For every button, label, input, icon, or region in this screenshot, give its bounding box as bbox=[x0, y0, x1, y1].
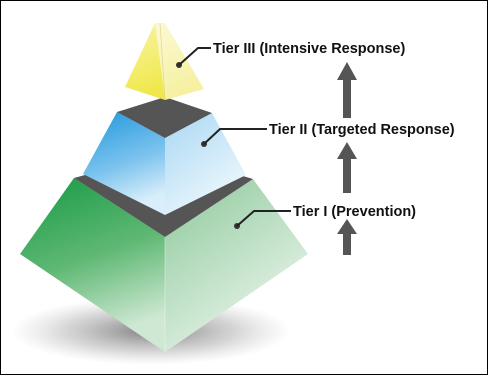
up-arrow-top bbox=[337, 62, 357, 118]
tier-iii-label: Tier III (Intensive Response) bbox=[213, 41, 405, 57]
tier-i-label: Tier I (Prevention) bbox=[293, 204, 416, 220]
tier-ii-block bbox=[83, 112, 246, 215]
up-arrow-bottom bbox=[337, 219, 357, 255]
tier-ii-label: Tier II (Targeted Response) bbox=[269, 122, 455, 138]
tier-i-callout bbox=[234, 210, 291, 229]
tier-i-block bbox=[20, 178, 308, 352]
up-arrow-middle bbox=[337, 142, 357, 193]
tier-ii-top-band bbox=[117, 97, 212, 138]
tier-iii-block bbox=[125, 22, 204, 101]
tier-iii-callout bbox=[176, 47, 211, 68]
tier-ii-callout bbox=[201, 128, 267, 147]
